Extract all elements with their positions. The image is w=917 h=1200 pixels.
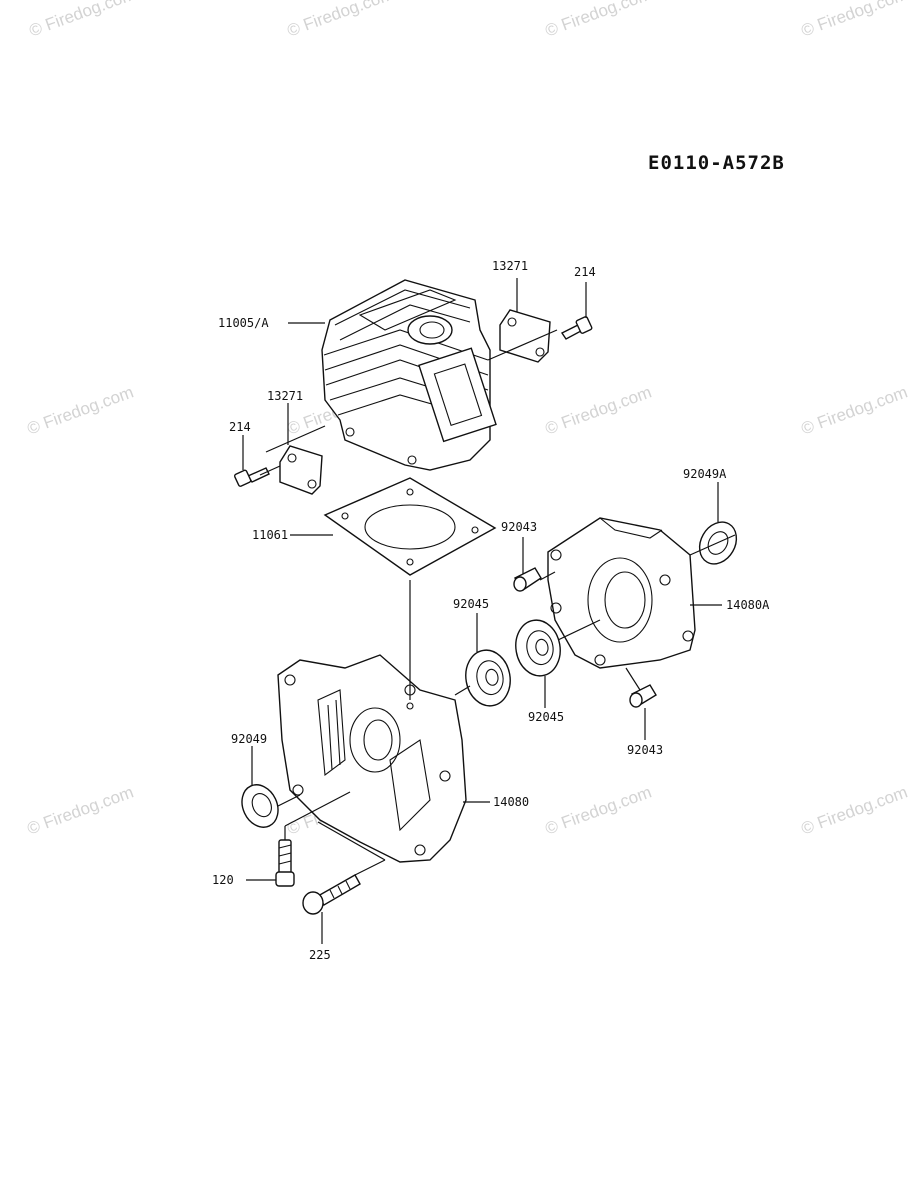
callout-bolt-120: 120 [212, 873, 234, 887]
callout-bolt-top: 214 [574, 265, 596, 279]
callout-labels: 11005/A 13271 214 13271 214 11061 92049A… [212, 259, 770, 962]
callout-crankcase-right: 14080A [726, 598, 770, 612]
diagram-code: E0110-A572B [648, 152, 785, 174]
crankcase-right[interactable] [547, 517, 696, 669]
callout-pin-upper: 92043 [501, 520, 537, 534]
callout-seal-left: 92049 [231, 732, 267, 746]
callout-cover-top: 13271 [492, 259, 528, 273]
crankcase-left[interactable] [277, 654, 467, 863]
callout-cylinder: 11005/A [218, 316, 269, 330]
bolt-225[interactable] [302, 874, 361, 915]
bearing-left[interactable] [461, 647, 514, 710]
callout-bearing-right: 92045 [528, 710, 564, 724]
knock-pin-upper[interactable] [513, 567, 542, 592]
bolt-left[interactable] [233, 467, 270, 487]
oil-seal-left[interactable] [235, 779, 284, 833]
cylinder-gasket[interactable] [323, 477, 497, 576]
callout-pin-lower: 92043 [627, 743, 663, 757]
cover-plate-left[interactable] [279, 445, 323, 495]
callout-gasket: 11061 [252, 528, 288, 542]
cylinder-part[interactable] [321, 279, 497, 471]
callout-bearing-left: 92045 [453, 597, 489, 611]
callout-seal-right: 92049A [683, 467, 727, 481]
callout-bolt-225: 225 [309, 948, 331, 962]
callout-crankcase-left: 14080 [493, 795, 529, 809]
bearing-right[interactable] [511, 617, 564, 680]
bolt-120[interactable] [275, 839, 295, 887]
leader-lines [242, 278, 736, 944]
knock-pin-lower[interactable] [629, 684, 657, 708]
callout-bolt-left: 214 [229, 420, 251, 434]
callout-cover-left: 13271 [267, 389, 303, 403]
bolt-top[interactable] [560, 316, 593, 340]
